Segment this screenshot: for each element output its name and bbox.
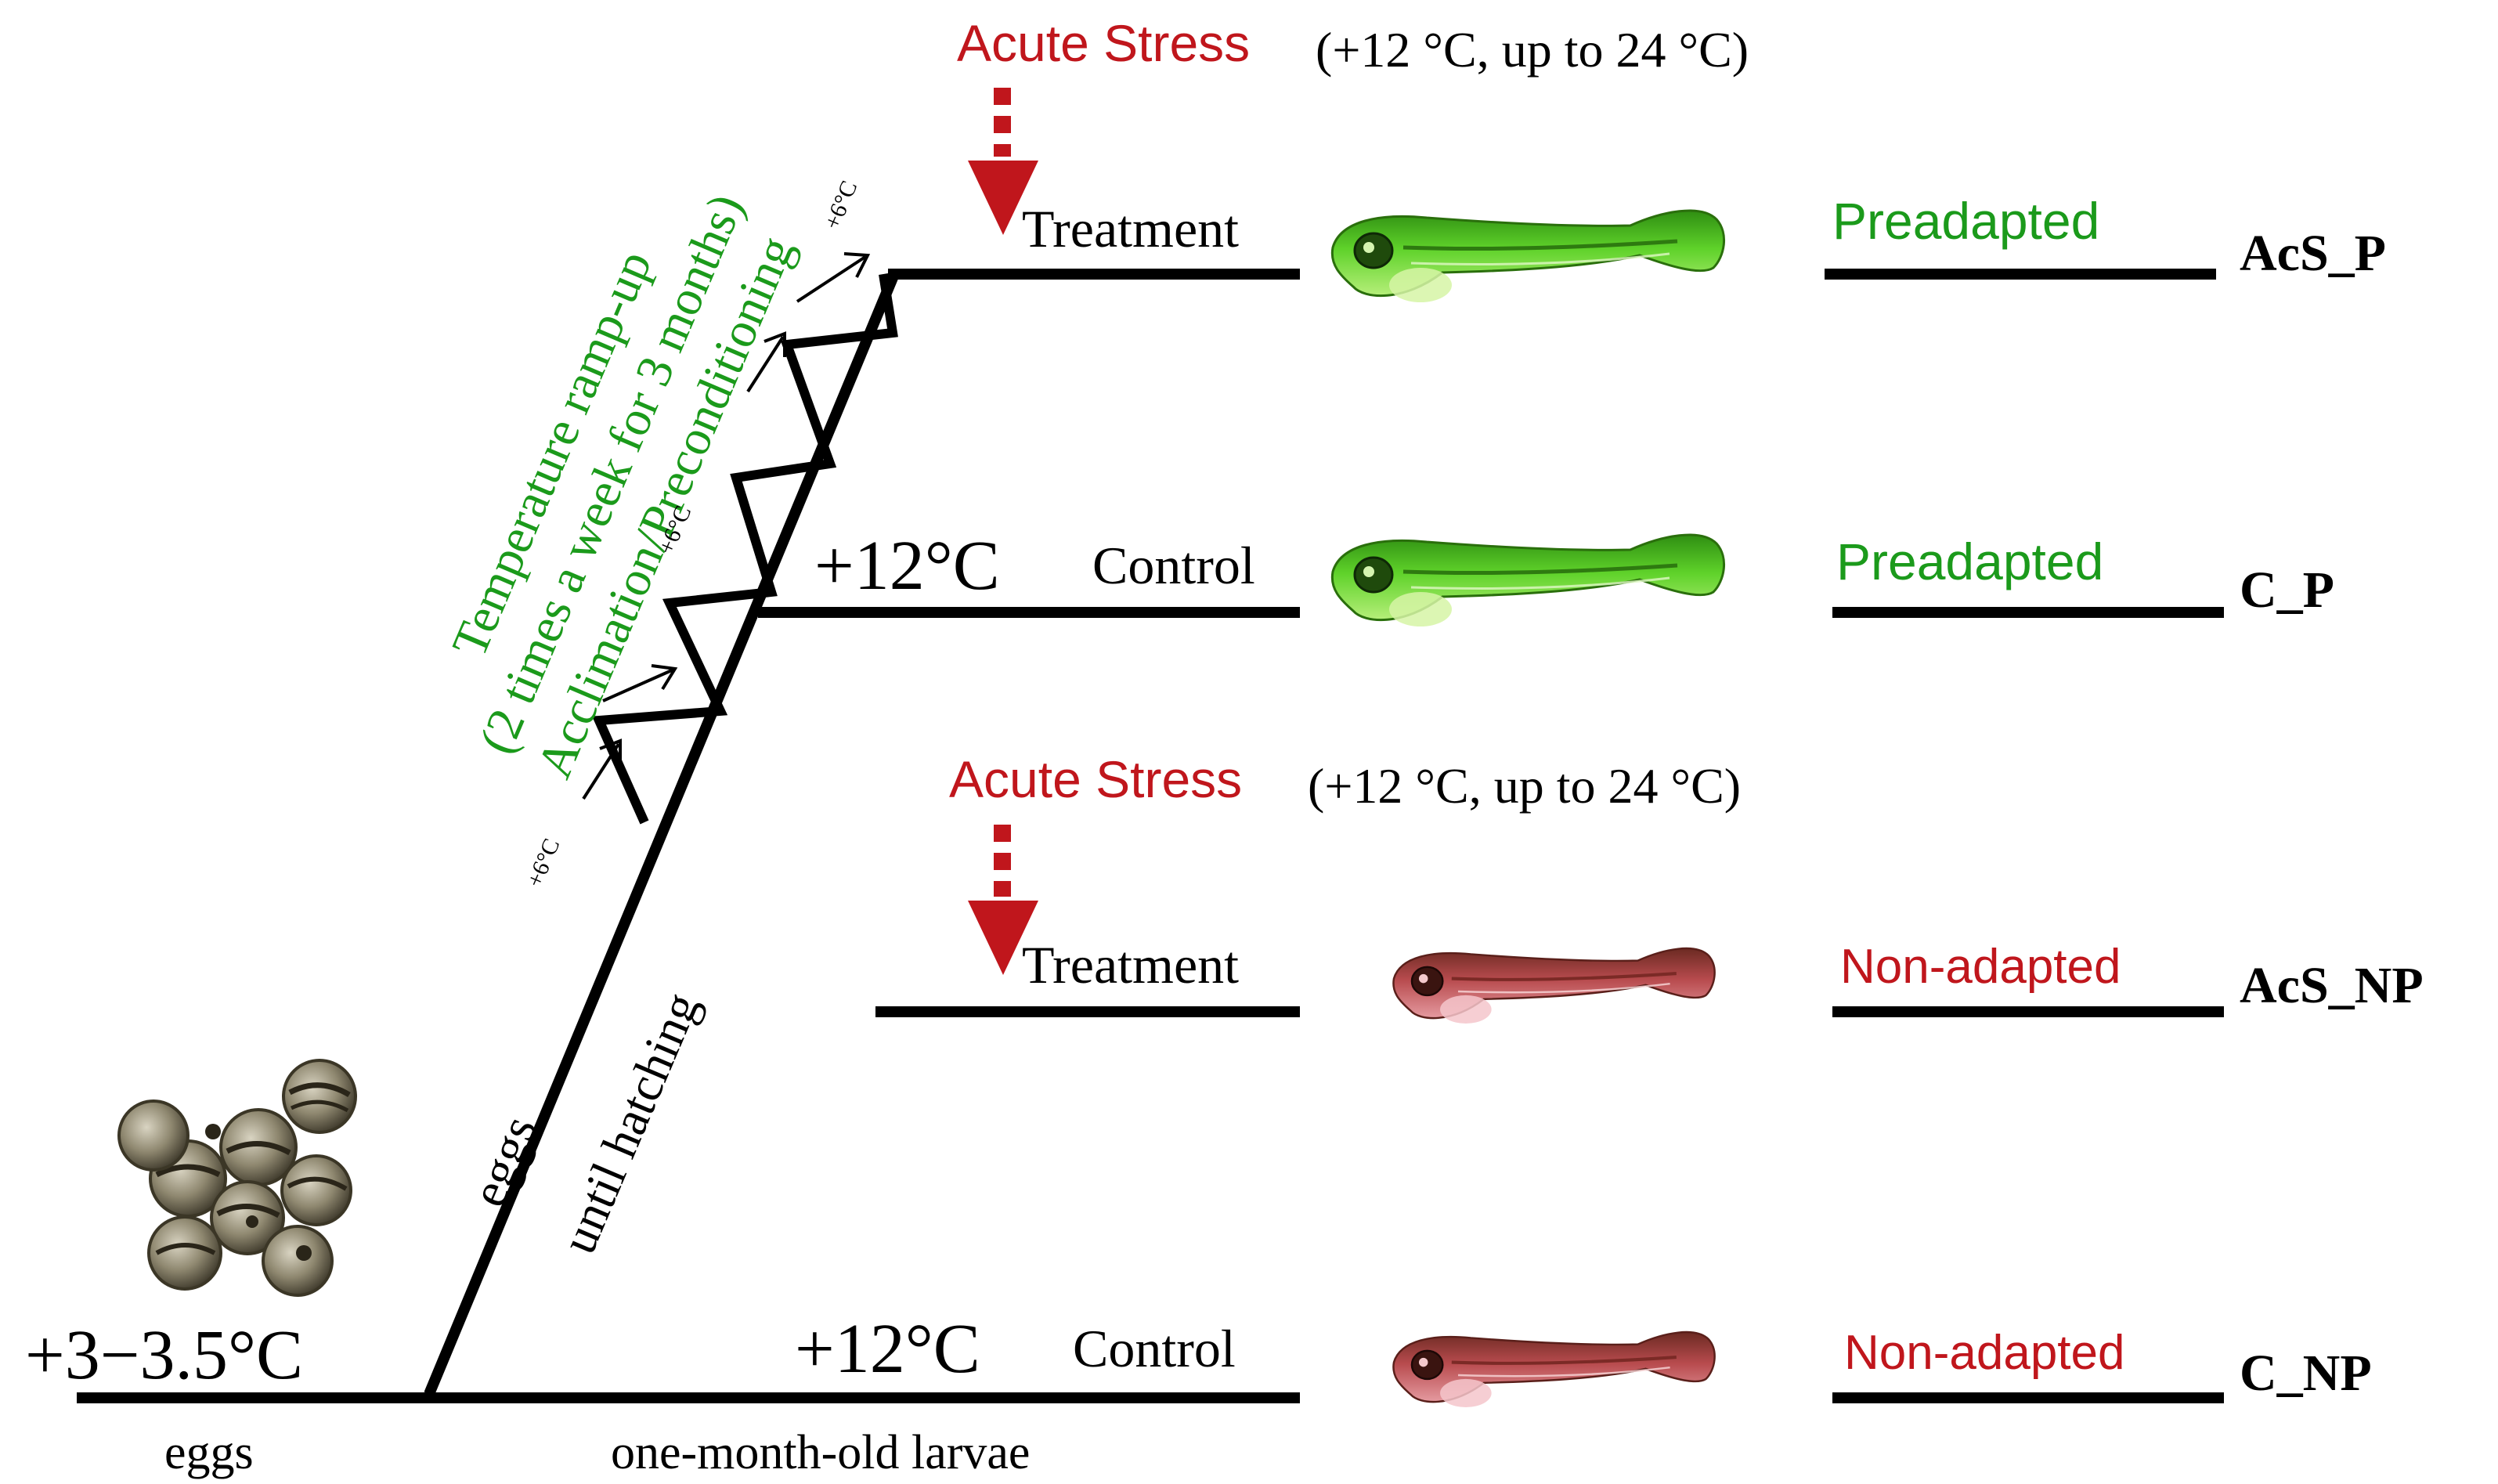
diagonal-eggs-label: eggs [460, 1108, 547, 1215]
start-temp-label: +3−3.5°C [25, 1316, 303, 1394]
step-arrow-1 [582, 738, 622, 800]
diagonal-until-hatching-label: until hatching [550, 984, 710, 1261]
acute-stress-label: Acute Stress [957, 14, 1250, 72]
step-arrow-2 [602, 664, 678, 702]
step-arrow-4 [796, 252, 871, 303]
acute-stress-label: Acute Stress [949, 750, 1242, 808]
zebrafish-eggs-icon [117, 1059, 357, 1297]
acute-stress-detail: (+12 °C, up to 24 °C) [1316, 22, 1749, 78]
preadapted-label: Preadapted [1832, 192, 2099, 250]
step-label: +6°C [522, 835, 565, 891]
control-label: Control [1092, 536, 1255, 595]
larvae-label: one-month-old larvae [611, 1426, 1030, 1479]
diagonal-main [424, 272, 900, 1396]
timeline-lines [77, 269, 2224, 1403]
group-code-acs-np: AcS_NP [2240, 957, 2424, 1014]
ramp-zigzag [592, 273, 898, 825]
treatment-label: Treatment [1022, 935, 1239, 995]
down-arrow-icon [968, 88, 1038, 235]
group-code-acs-p: AcS_P [2240, 225, 2386, 282]
control-temp-label: +12°C [795, 1310, 980, 1388]
control-temp-label: +12°C [814, 527, 1000, 605]
larva-green-icon [1332, 535, 1724, 626]
larva-red-icon [1393, 948, 1714, 1024]
group-code-c-p: C_P [2240, 561, 2334, 619]
larva-red-icon [1393, 1332, 1714, 1407]
control-label: Control [1073, 1319, 1236, 1378]
preadapted-label: Preadapted [1836, 533, 2103, 590]
eggs-label: eggs [164, 1426, 254, 1479]
nonadapted-label: Non-adapted [1840, 940, 2121, 994]
down-arrow-icon [968, 825, 1038, 975]
step-arrows [582, 252, 871, 800]
group-code-c-np: C_NP [2240, 1345, 2372, 1402]
larva-green-icon [1332, 211, 1724, 302]
treatment-label: Treatment [1022, 199, 1239, 258]
step-label: +6°C [819, 177, 862, 233]
step-arrow-3 [746, 331, 786, 393]
nonadapted-label: Non-adapted [1844, 1326, 2125, 1380]
acute-stress-detail: (+12 °C, up to 24 °C) [1308, 758, 1741, 814]
